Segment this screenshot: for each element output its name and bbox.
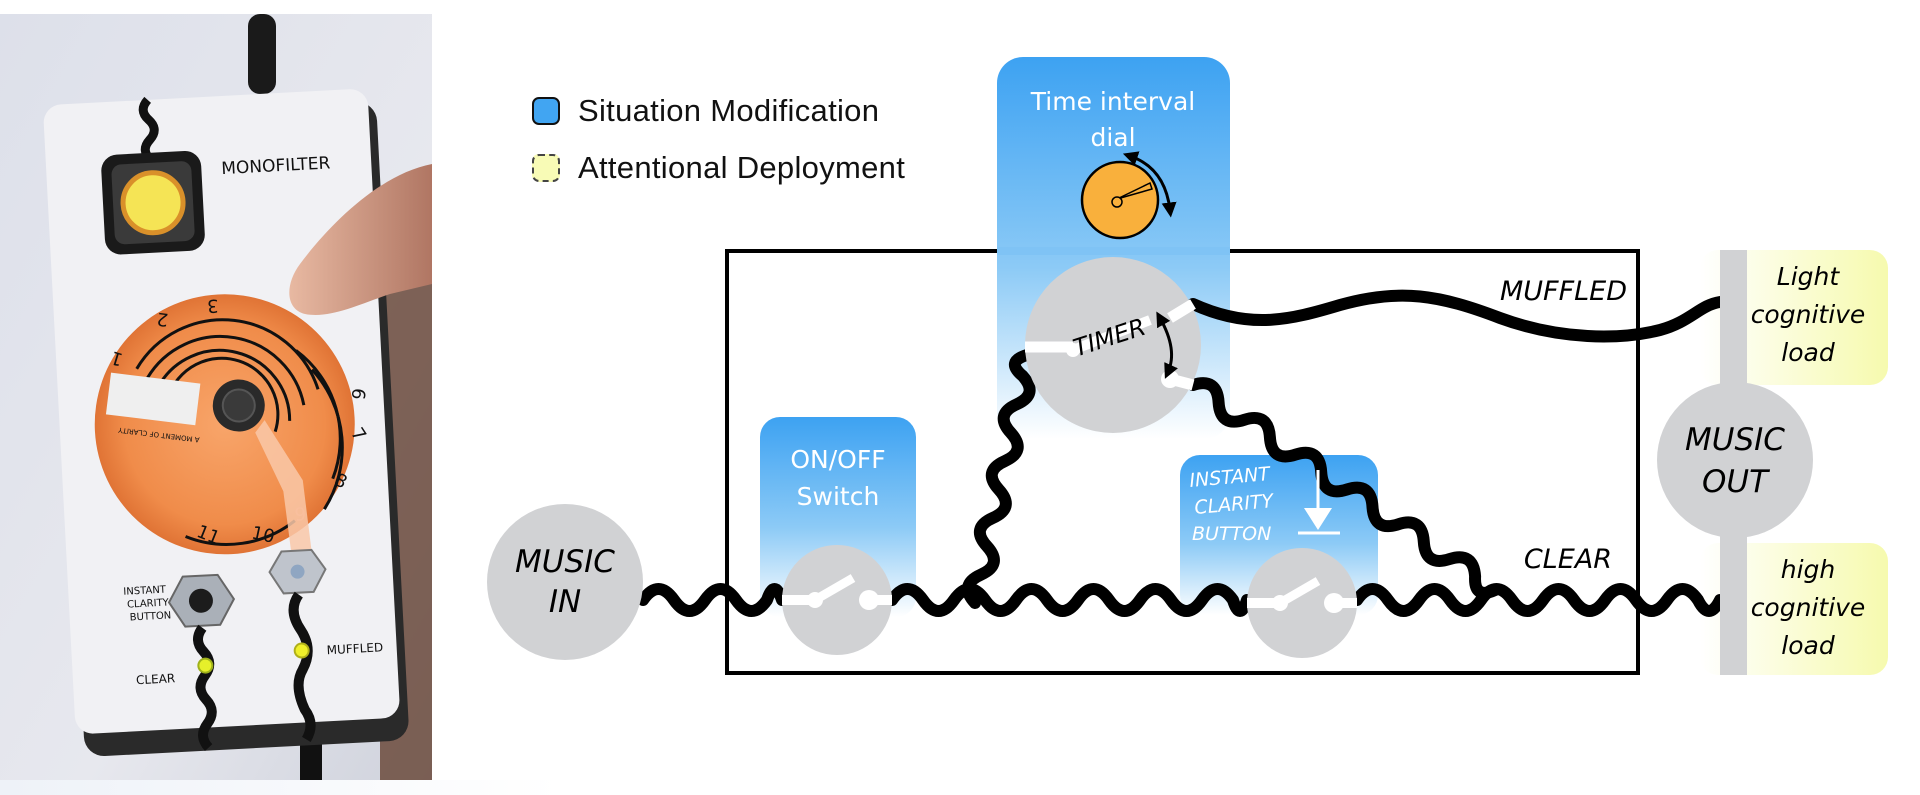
- device-photo: MONOFILTER 1 2 3 6 7 8 9 10 11 A MOMENT …: [0, 14, 432, 780]
- clear-label: CLEAR: [1524, 544, 1612, 575]
- onoff-panel-title: ON/OFF: [790, 445, 885, 474]
- timer-switch[interactable]: [1025, 257, 1201, 433]
- high-load-label: load: [1781, 631, 1835, 660]
- button-label-line: CLARITY: [127, 597, 170, 610]
- music-in-node: [487, 504, 643, 660]
- button-label-line: INSTANT: [123, 585, 167, 598]
- timer-toggle-arrow-icon: [1156, 311, 1178, 379]
- music-in-label: IN: [549, 584, 581, 620]
- onoff-switch[interactable]: [782, 545, 892, 655]
- hand: [289, 164, 432, 315]
- clarity-panel-title: BUTTON: [1192, 523, 1271, 545]
- yellow-button[interactable]: [120, 170, 186, 236]
- photo-bottom-fade: [0, 780, 560, 795]
- main-wire-in: [637, 583, 788, 617]
- timer-branch-right-wire: [1187, 377, 1501, 599]
- high-load-label: high: [1781, 555, 1836, 584]
- muffled-wire: [1187, 289, 1726, 343]
- timer-panel-title: Time interval: [1030, 87, 1195, 116]
- light-load-label: Light: [1777, 262, 1841, 291]
- muffled-led-label: MUFFLED: [326, 640, 383, 657]
- dial-number: 10: [250, 522, 277, 547]
- light-load-label: cognitive: [1751, 300, 1866, 329]
- legend-label: Attentional Deployment: [578, 150, 906, 185]
- legend-item-attentional-deployment: Attentional Deployment: [532, 150, 905, 186]
- dial-number: 6: [347, 387, 369, 401]
- timer-panel-title: dial: [1090, 123, 1135, 152]
- legend-label: Situation Modification: [578, 93, 880, 128]
- music-in-label: MUSIC: [515, 544, 615, 580]
- light-load-label: load: [1781, 338, 1835, 367]
- button-label-line: BUTTON: [129, 610, 171, 623]
- high-load-label: cognitive: [1751, 593, 1866, 622]
- blue-square-icon: [532, 97, 560, 125]
- dial-number: 3: [207, 294, 220, 316]
- legend-item-situation-modification: Situation Modification: [532, 93, 879, 129]
- press-down-arrow-icon: [1298, 470, 1340, 535]
- rotate-arrow-icon: [1122, 151, 1177, 218]
- yellow-square-icon: [532, 154, 560, 182]
- main-wire-out: [1351, 583, 1726, 617]
- main-wire-mid: [886, 583, 1253, 617]
- clear-led-label: CLEAR: [136, 671, 176, 687]
- clarity-switch[interactable]: [1247, 548, 1357, 658]
- muffled-led: [293, 642, 310, 659]
- dial-number: 2: [156, 308, 170, 330]
- music-out-label: MUSIC: [1685, 422, 1785, 458]
- time-interval-dial-icon[interactable]: [1080, 151, 1177, 240]
- music-out-label: OUT: [1702, 464, 1770, 500]
- clear-led: [197, 657, 214, 674]
- onoff-panel-title: Switch: [797, 482, 880, 511]
- cable-top: [248, 14, 276, 94]
- muffled-label: MUFFLED: [1500, 276, 1627, 307]
- music-out-node: [1657, 382, 1813, 538]
- timer-branch-left-wire: [962, 349, 1036, 609]
